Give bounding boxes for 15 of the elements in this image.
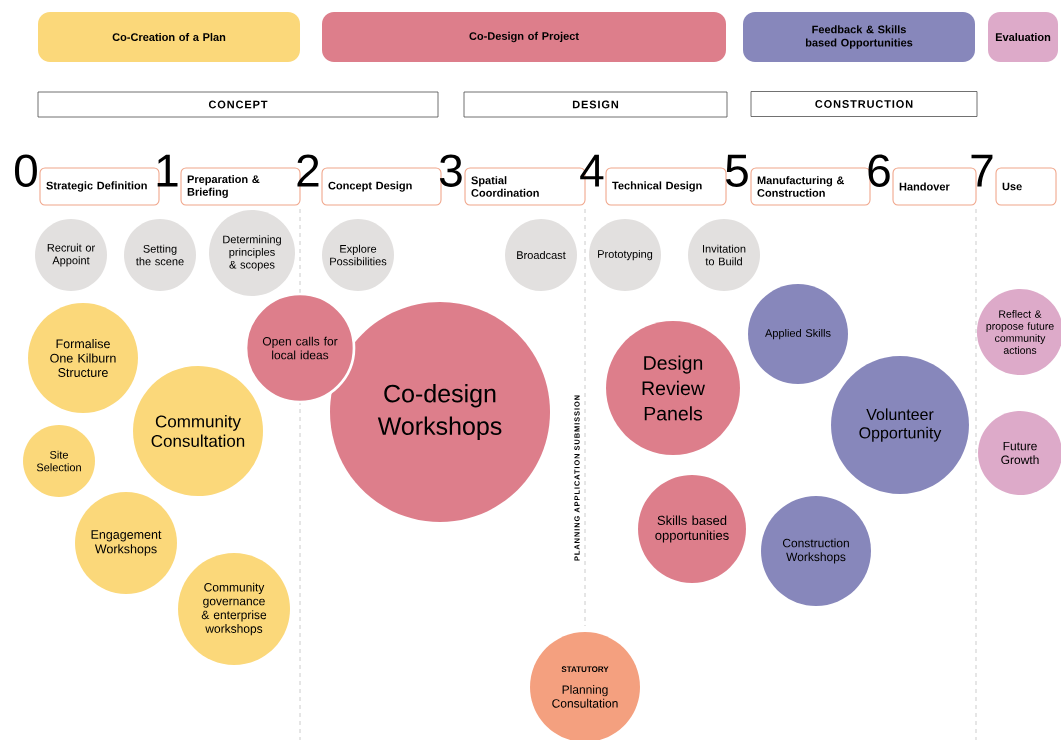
phase-banner: Evaluation [988, 12, 1058, 62]
stage-number: 5 [726, 154, 748, 187]
phase-banner: Co-Design of Project [322, 12, 726, 62]
stage-group-box: CONCEPT [37, 91, 439, 118]
phase-banner: Feedback & Skills based Opportunities [743, 12, 975, 62]
stage-group-box: DESIGN [463, 91, 728, 118]
stage-number: 3 [439, 154, 462, 187]
stage-box: Use [995, 167, 1057, 206]
stage-number: 6 [868, 154, 890, 187]
phase-banner: Co-Creation of a Plan [38, 12, 300, 62]
stage-box: Technical Design [605, 167, 727, 206]
stage-number: 0 [14, 154, 37, 187]
stage-number: 1 [157, 154, 178, 187]
stage-group-box: CONSTRUCTION [750, 91, 978, 117]
stage-box: Handover [892, 167, 977, 206]
